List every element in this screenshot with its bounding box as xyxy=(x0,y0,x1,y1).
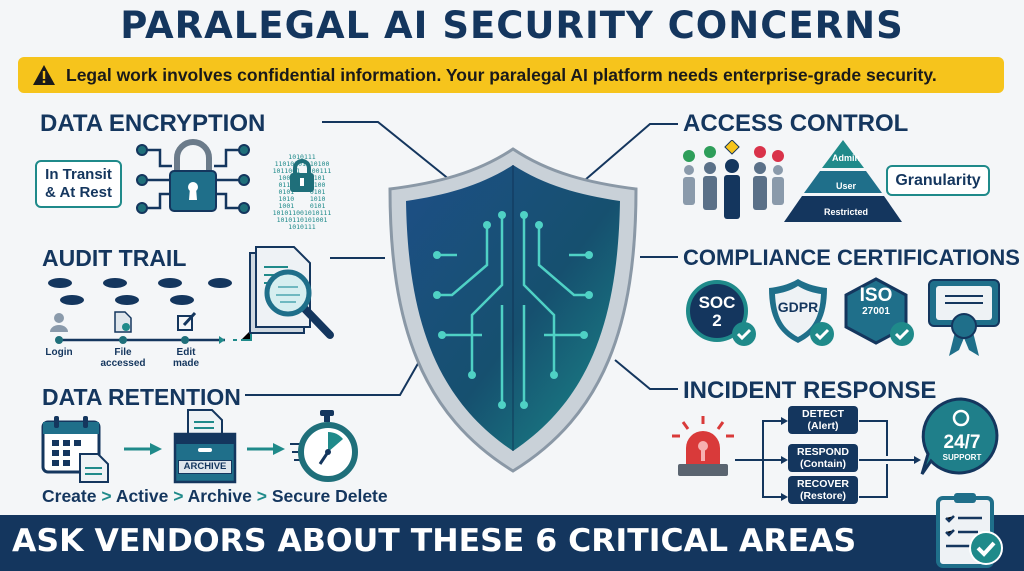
calendar-document-icon xyxy=(41,416,109,483)
step-sub: (Contain) xyxy=(799,458,847,470)
stopwatch-icon xyxy=(290,410,358,482)
access-pyramid xyxy=(784,140,902,222)
in-transit-at-rest-badge: In Transit & At Rest xyxy=(35,160,122,208)
flow-separator: > xyxy=(101,486,112,506)
small-padlock-icon xyxy=(290,159,314,192)
heading-compliance-certifications: COMPLIANCE CERTIFICATIONS xyxy=(683,245,1020,270)
archive-label: ARCHIVE xyxy=(178,460,232,474)
heading-audit-trail: AUDIT TRAIL xyxy=(42,245,187,271)
incident-step-respond: RESPOND(Contain) xyxy=(788,444,858,472)
flow-step: Secure Delete xyxy=(271,486,388,506)
heading-data-retention: DATA RETENTION xyxy=(42,384,241,410)
alarm-siren-icon xyxy=(672,416,734,476)
incident-step-detect: DETECT(Alert) xyxy=(788,406,858,434)
granularity-badge: Granularity xyxy=(886,165,990,196)
padlock-circuit-icon xyxy=(136,139,250,214)
label-line: made xyxy=(172,358,200,369)
gdpr-label: GDPR xyxy=(777,299,819,315)
binary-row: 1010 1010 xyxy=(278,195,326,203)
binary-row: 0110 0100 xyxy=(278,181,326,189)
warning-icon xyxy=(33,65,55,85)
arrow-right-icon xyxy=(124,443,162,455)
retention-flow: Create > Active > Archive > Secure Delet… xyxy=(42,486,388,507)
binary-row: 1011001 100111 xyxy=(272,167,332,175)
support-label: SUPPORT xyxy=(942,453,982,462)
pyramid-level-restricted: Restricted xyxy=(823,207,868,217)
binary-row: 1010111 xyxy=(288,153,316,161)
flow-step: Active xyxy=(115,486,169,506)
step-sub: (Restore) xyxy=(799,490,847,502)
binary-row: 1001 0101 xyxy=(278,202,326,210)
arrow-right-icon xyxy=(247,443,285,455)
pyramid-level-admin: Admin xyxy=(832,153,860,163)
check-badges xyxy=(732,322,914,346)
document-magnifier-icon xyxy=(249,246,334,339)
clipboard-check-icon xyxy=(936,493,1003,568)
flow-step: Archive xyxy=(187,486,252,506)
badge-text: 2 xyxy=(712,311,722,330)
incident-step-recover: RECOVER(Restore) xyxy=(788,476,858,504)
badge-line: & At Rest xyxy=(45,184,112,201)
pyramid-level-user: User xyxy=(835,181,856,191)
binary-row: 101011001010111 xyxy=(272,209,332,217)
shield-circuit-icon xyxy=(388,147,638,473)
incident-flow-arrows xyxy=(735,417,921,501)
footer-bar xyxy=(0,515,1024,571)
binary-row: 1010110101001 xyxy=(276,216,328,224)
certificate-ribbon-icon xyxy=(928,279,1000,356)
footprints-icon xyxy=(48,278,232,305)
badge-line: In Transit xyxy=(45,166,112,183)
heading-data-encryption: DATA ENCRYPTION xyxy=(40,110,266,137)
binary-row: 11010101010100 xyxy=(274,160,330,168)
footer-text: ASK VENDORS ABOUT THESE 6 CRITICAL AREAS xyxy=(12,523,857,559)
flow-separator: > xyxy=(173,486,184,506)
support-bubble-icon xyxy=(920,397,999,475)
iso-hexagon-icon xyxy=(844,277,908,345)
label-line: File xyxy=(114,347,132,358)
warning-banner: Legal work involves confidential informa… xyxy=(18,57,1004,93)
step-sub: (Alert) xyxy=(807,420,839,432)
badge-text: SOC xyxy=(698,293,736,312)
badge-text: ISO xyxy=(859,285,893,306)
timeline-label-login: Login xyxy=(45,347,73,358)
flow-separator: > xyxy=(256,486,267,506)
label-line: Edit xyxy=(176,347,196,358)
banner-text: Legal work involves confidential informa… xyxy=(66,64,937,85)
binary-row: 1001 00101 xyxy=(278,174,326,182)
page-title: PARALEGAL AI SECURITY CONCERNS xyxy=(120,4,904,47)
heading-access-control: ACCESS CONTROL xyxy=(683,110,909,137)
heading-incident-response: INCIDENT RESPONSE xyxy=(683,377,937,404)
label-line: accessed xyxy=(100,358,146,369)
users-permissions-icon xyxy=(683,140,784,219)
binary-row: 0101 0101 xyxy=(278,188,326,196)
badge-text: 27001 xyxy=(862,306,890,317)
binary-row: 1010111 xyxy=(288,223,316,231)
support-hours: 24/7 xyxy=(943,432,981,453)
step-title: RECOVER xyxy=(797,478,849,490)
step-title: RESPOND xyxy=(797,446,849,458)
flow-step: Create xyxy=(42,486,97,506)
step-title: DETECT xyxy=(802,408,844,420)
audit-timeline xyxy=(50,311,252,344)
